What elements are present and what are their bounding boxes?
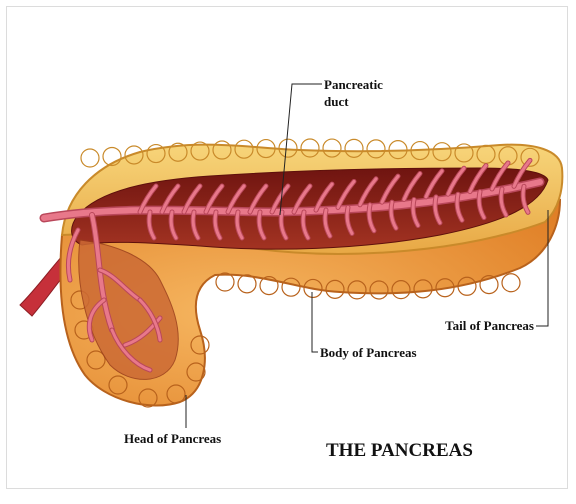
lobule-bump [81, 149, 99, 167]
lobule-bump [216, 273, 234, 291]
lobule-bump [502, 274, 520, 292]
label-head-of-pancreas: Head of Pancreas [124, 431, 221, 446]
label-body-of-pancreas: Body of Pancreas [320, 345, 417, 360]
leader-body [312, 292, 318, 352]
label-pancreatic-duct-2: duct [324, 94, 349, 109]
diagram-title: THE PANCREAS [326, 440, 473, 461]
label-pancreatic-duct-1: Pancreatic [324, 77, 383, 92]
lobule-bump [238, 275, 256, 293]
label-tail-of-pancreas: Tail of Pancreas [445, 318, 534, 333]
